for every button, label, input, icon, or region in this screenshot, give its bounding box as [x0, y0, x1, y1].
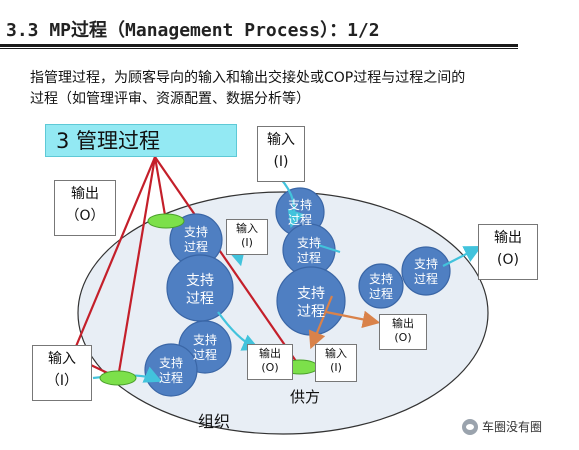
support-label-1a: 支持 — [184, 224, 208, 239]
title-divider — [0, 44, 518, 47]
output-box-right-mark: (O) — [497, 252, 519, 268]
output-box-bottom-mark: (O) — [261, 361, 279, 374]
output-box-bottom-word: 输出 — [259, 347, 281, 360]
intro-text: 指管理过程，为顾客导向的输入和输出交接处或COP过程与过程之间的 过程（如管理评… — [30, 68, 550, 110]
support-circles — [144, 187, 451, 397]
input-box-top: 输入 (I) — [257, 126, 305, 182]
support-label-2b: 过程 — [186, 291, 214, 307]
input-box-top-word: 输入 — [267, 132, 295, 148]
support-label-4b: 过程 — [159, 370, 183, 385]
wechat-icon — [462, 418, 478, 435]
output-box-mid-mark: (O) — [394, 331, 412, 344]
output-arrows — [308, 295, 381, 350]
support-label-9b: 过程 — [414, 271, 438, 286]
input-box-left-word: 输入 — [48, 351, 76, 367]
support-label-3a: 支持 — [193, 332, 217, 347]
supplier-label: 供方 — [290, 388, 321, 406]
intro-line-1: 指管理过程，为顾客导向的输入和输出交接处或COP过程与过程之间的 — [30, 70, 466, 86]
interface-nodes — [99, 213, 319, 386]
input-box-bottom-mark: (I) — [330, 361, 342, 374]
support-label-6a: 支持 — [297, 235, 321, 250]
input-box-top-mark: (I) — [273, 154, 289, 170]
support-label-4a: 支持 — [159, 355, 183, 370]
intro-line-2: 过程（如管理评审、资源配置、数据分析等） — [30, 91, 310, 107]
support-label-3b: 过程 — [193, 347, 217, 362]
output-box-left-word: 输出 — [71, 186, 99, 202]
support-label-7a: 支持 — [297, 286, 325, 302]
input-box-bottom-word: 输入 — [325, 347, 347, 360]
support-label-8a: 支持 — [369, 271, 393, 286]
output-box-bottom: 输出 (O) — [247, 344, 293, 380]
output-box-left: 输出 （O） — [54, 180, 116, 236]
watermark: 车圈没有圈 — [462, 418, 542, 435]
output-box-mid: 输出 (O) — [379, 314, 427, 350]
title-divider-thin — [0, 48, 518, 49]
management-process-box: 3 管理过程 — [45, 124, 237, 157]
watermark-text: 车圈没有圈 — [482, 420, 543, 434]
output-box-left-mark: （O） — [65, 208, 105, 224]
support-label-9a: 支持 — [414, 256, 438, 271]
support-label-5b: 过程 — [288, 212, 312, 227]
output-box-right: 输出 (O) — [478, 224, 538, 280]
input-box-bottom: 输入 (I) — [315, 344, 357, 382]
organization-label: 组织 — [198, 412, 231, 431]
support-label-8b: 过程 — [369, 286, 393, 301]
input-box-mid-mark: (I) — [241, 236, 253, 249]
input-box-left-mark: （I） — [45, 373, 79, 389]
support-label-6b: 过程 — [297, 250, 321, 265]
input-box-left: 输入 （I） — [32, 345, 92, 401]
input-box-mid-word: 输入 — [236, 222, 258, 235]
support-label-7b: 过程 — [297, 304, 325, 320]
output-box-right-word: 输出 — [494, 230, 522, 246]
input-box-mid: 输入 (I) — [226, 219, 268, 255]
support-label-2a: 支持 — [186, 273, 214, 289]
output-box-mid-word: 输出 — [392, 317, 414, 330]
support-label-1b: 过程 — [184, 239, 208, 254]
page-title: 3.3 MP过程（Management Process）：1/2 — [6, 20, 380, 41]
support-label-5a: 支持 — [288, 197, 312, 212]
